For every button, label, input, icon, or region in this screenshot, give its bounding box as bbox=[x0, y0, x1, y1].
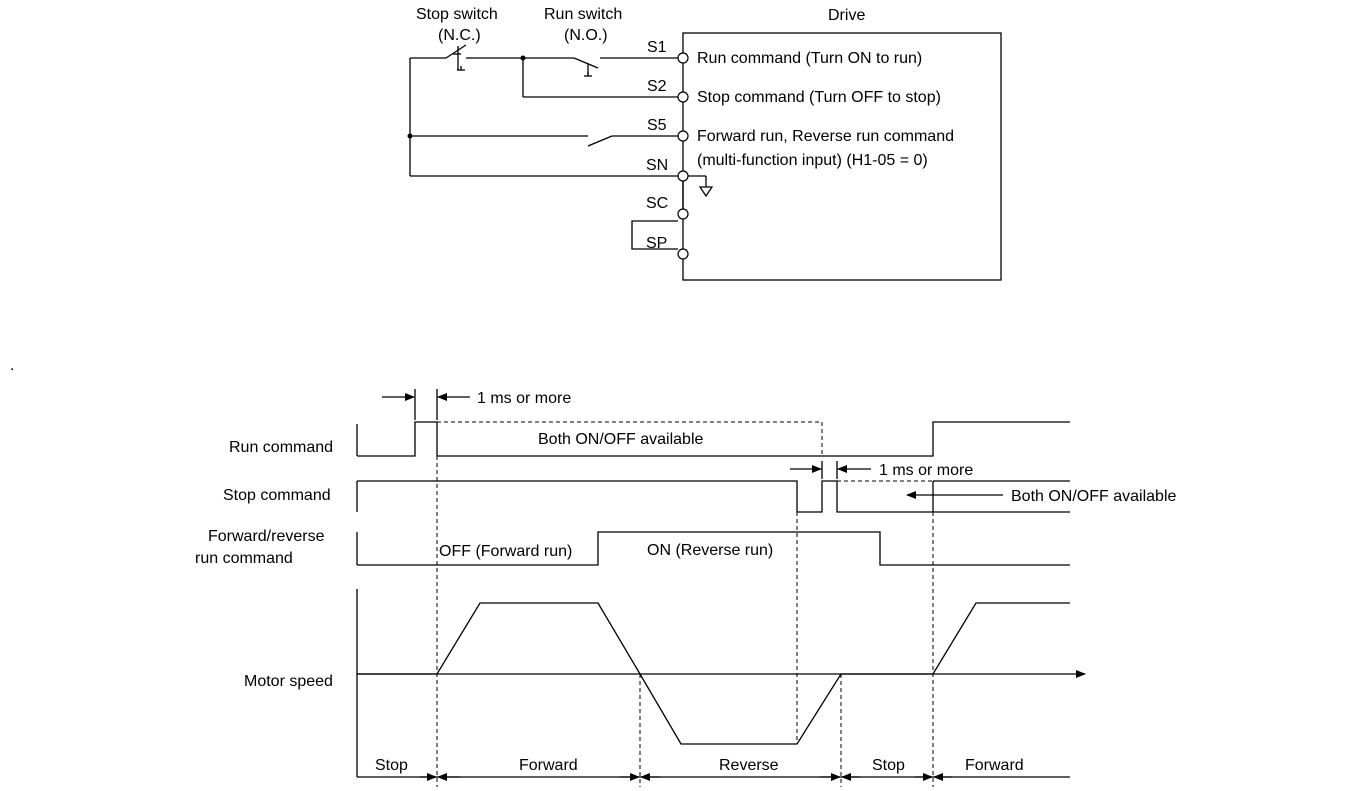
drive-box bbox=[682, 32, 1002, 281]
min-pulse-text-1: 1 ms or more bbox=[477, 390, 571, 407]
run-switch-label: Run switch bbox=[544, 6, 622, 23]
run-switch-no-icon bbox=[573, 57, 599, 77]
phase-label-forward-2: Forward bbox=[965, 757, 1024, 774]
both-available-text-1: Both ON/OFF available bbox=[538, 431, 704, 448]
min-pulse-annotation-stop: 1 ms or more bbox=[790, 461, 973, 479]
drive-label: Drive bbox=[828, 7, 865, 24]
terminals bbox=[677, 52, 689, 260]
motor-speed-label: Motor speed bbox=[244, 673, 333, 690]
desc-run: Run command (Turn ON to run) bbox=[697, 50, 922, 67]
min-pulse-annotation-run: 1 ms or more bbox=[382, 389, 571, 420]
dot-mark: . bbox=[10, 357, 14, 374]
fwdrev-command-waveform bbox=[356, 531, 1070, 566]
stop-command-label: Stop command bbox=[223, 487, 331, 504]
stop-switch-type: (N.C.) bbox=[438, 27, 481, 44]
fwdrev-label-2: run command bbox=[195, 550, 293, 567]
desc-fwdrev-2: (multi-function input) (H1-05 = 0) bbox=[697, 152, 928, 169]
terminal-s5: S5 bbox=[647, 117, 667, 134]
phase-label-reverse: Reverse bbox=[719, 757, 779, 774]
phase-label-stop-2: Stop bbox=[872, 757, 905, 774]
terminal-s1: S1 bbox=[647, 39, 667, 56]
run-switch-type: (N.O.) bbox=[564, 27, 608, 44]
both-available-text-2: Both ON/OFF available bbox=[1011, 488, 1177, 505]
stop-command-waveform bbox=[356, 480, 1070, 513]
phase-label-forward-1: Forward bbox=[519, 757, 578, 774]
terminal-sc: SC bbox=[646, 195, 668, 212]
min-pulse-text-2: 1 ms or more bbox=[879, 462, 973, 479]
motor-speed-waveform bbox=[356, 589, 1086, 777]
run-command-label: Run command bbox=[229, 439, 333, 456]
desc-stop: Stop command (Turn OFF to stop) bbox=[697, 89, 941, 106]
off-forward-text: OFF (Forward run) bbox=[439, 543, 572, 560]
timing-guides bbox=[436, 456, 934, 787]
wires bbox=[407, 55, 707, 250]
on-reverse-text: ON (Reverse run) bbox=[647, 542, 773, 559]
terminal-s2: S2 bbox=[647, 78, 667, 95]
stop-switch-label: Stop switch bbox=[416, 6, 498, 23]
stop-switch-nc-icon bbox=[445, 44, 472, 71]
timing-diagram: Run command Stop command Forward/reverse… bbox=[195, 389, 1177, 787]
phase-label-stop-1: Stop bbox=[375, 757, 408, 774]
ground-icon bbox=[698, 186, 714, 198]
desc-fwdrev-1: Forward run, Reverse run command bbox=[697, 128, 954, 145]
run-command-waveform bbox=[356, 421, 1070, 457]
s5-switch-icon bbox=[587, 135, 613, 147]
terminal-sp: SP bbox=[646, 235, 667, 252]
terminal-sn: SN bbox=[646, 157, 668, 174]
wiring-diagram: Drive Stop switch (N.C.) Run switch (N.O… bbox=[407, 6, 1002, 281]
fwdrev-label-1: Forward/reverse bbox=[208, 528, 325, 545]
